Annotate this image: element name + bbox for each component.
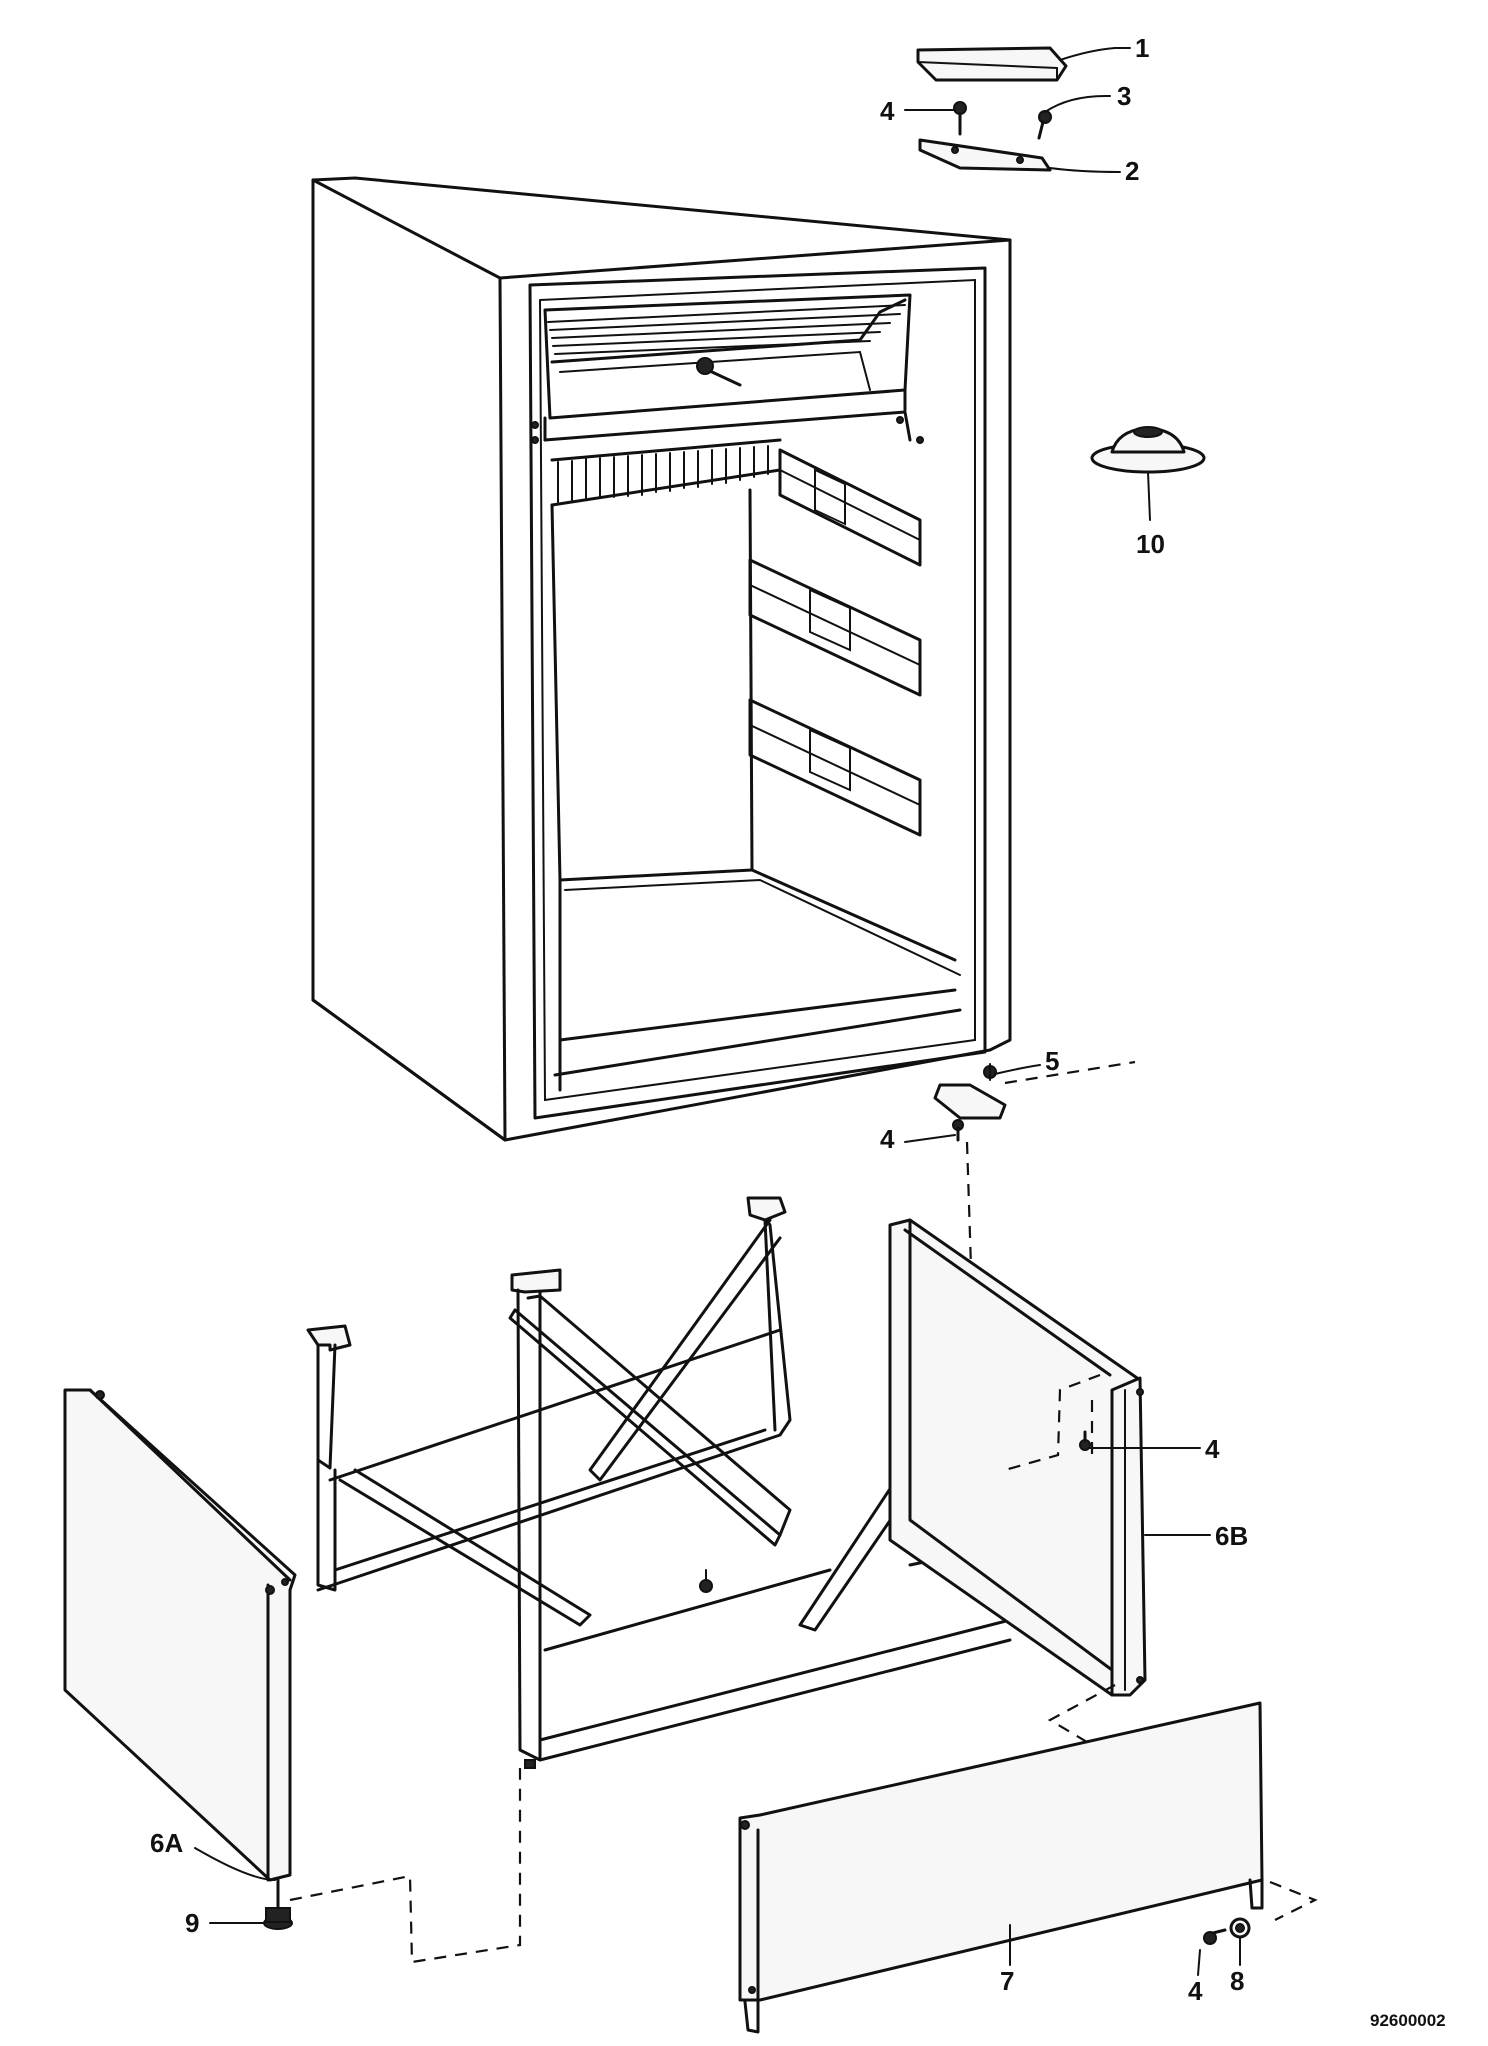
- callout-8: 8: [1230, 1966, 1244, 1996]
- callout-2: 2: [1125, 156, 1139, 186]
- leader-lines: [194, 47, 1241, 1976]
- part-2-hinge-plate: [918, 138, 1052, 172]
- part-5-lower-hinge: [933, 1063, 1007, 1120]
- part-7-front-panel: [738, 1701, 1264, 2034]
- figure-code: 92600002: [1370, 2011, 1446, 2030]
- callout-7: 7: [1000, 1966, 1014, 1996]
- part-4-screw-top: [953, 101, 967, 136]
- door-shelf-upper: [778, 448, 922, 567]
- callout-1: 1: [1135, 33, 1149, 63]
- part-4-screw-hinge: [952, 1119, 964, 1142]
- callout-6b: 6B: [1215, 1521, 1248, 1551]
- callout-3: 3: [1117, 81, 1131, 111]
- part-4-screw-bottom: [1203, 1928, 1227, 1945]
- part-10-round-foot: [1090, 426, 1206, 474]
- part-3-screw: [1037, 110, 1052, 140]
- part-6a-left-panel: [63, 1388, 297, 1882]
- callout-4-panel: 4: [1205, 1434, 1220, 1464]
- part-9-leveling-foot: [263, 1878, 293, 1930]
- cooling-fins: [550, 438, 782, 507]
- part-4-screw-panel: [1079, 1430, 1091, 1451]
- part-8-washer: [1229, 1917, 1251, 1939]
- part-1-trim-strip: [916, 46, 1068, 82]
- callout-4-bottom: 4: [1188, 1976, 1203, 2006]
- callout-9: 9: [185, 1908, 199, 1938]
- door-shelf-lower: [748, 698, 922, 837]
- callout-10: 10: [1136, 529, 1165, 559]
- callout-4-hinge: 4: [880, 1124, 895, 1154]
- freezer-evaporator-hatching: [547, 304, 906, 355]
- part-6b-right-panel: [888, 1218, 1147, 1697]
- callout-5: 5: [1045, 1046, 1059, 1076]
- door-shelf-middle: [748, 558, 922, 697]
- callout-4-top: 4: [880, 96, 895, 126]
- refrigerator-cabinet: [311, 176, 1012, 1142]
- callout-6a: 6A: [150, 1828, 183, 1858]
